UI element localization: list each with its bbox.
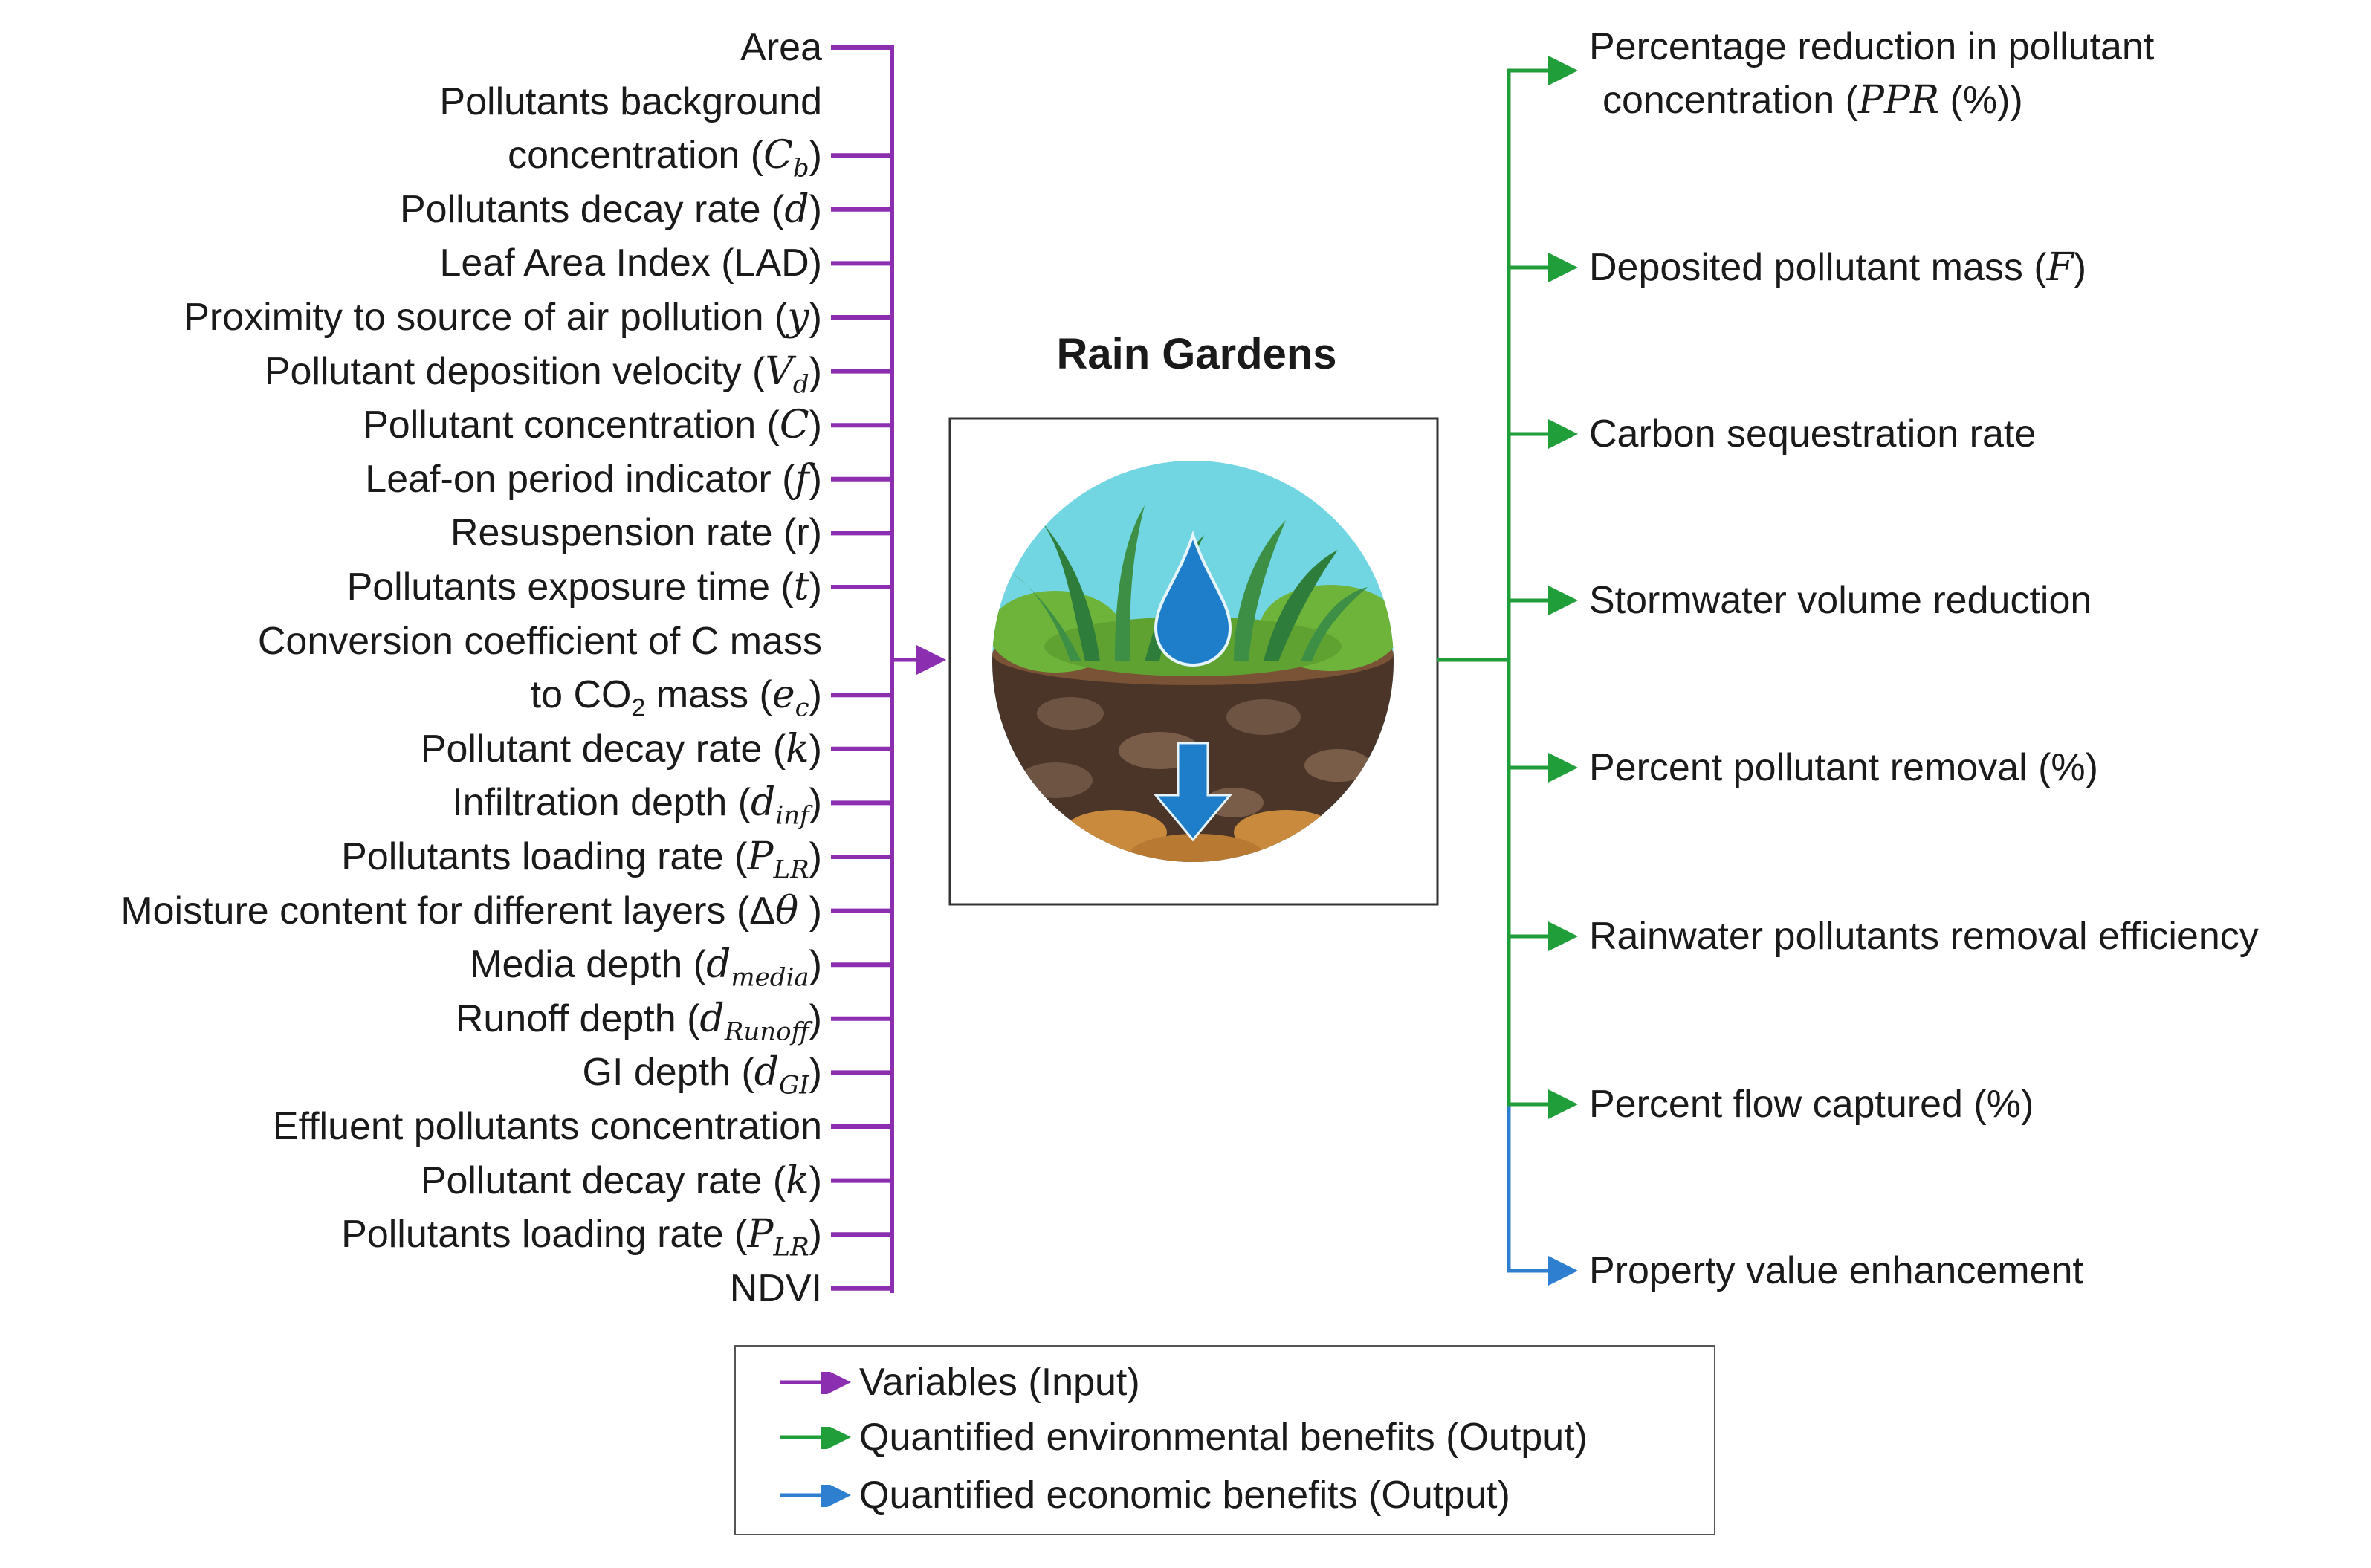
input-variable: Conversion coefficient of C mass bbox=[257, 619, 822, 663]
input-variable: Effluent pollutants concentration bbox=[272, 1105, 822, 1148]
output-arrows bbox=[1507, 56, 1578, 1286]
input-connector-ticks bbox=[831, 45, 894, 1291]
output-benefit: Stormwater volume reduction bbox=[1589, 579, 2092, 622]
output-benefit: Deposited pollutant mass (F) bbox=[1589, 245, 2087, 290]
input-variable: Moisture content for different layers (Δ… bbox=[120, 888, 822, 933]
input-variable: Pollutants exposure time (t) bbox=[346, 565, 822, 609]
legend-label-economic: Quantified economic benefits (Output) bbox=[859, 1474, 1510, 1517]
input-variable: Pollutant decay rate (k) bbox=[420, 1158, 822, 1203]
input-variable: Pollutants loading rate (PLR) bbox=[341, 1212, 822, 1263]
input-variable: Leaf-on period indicator (f) bbox=[365, 456, 822, 502]
input-variable: Pollutant deposition velocity (Vd) bbox=[264, 349, 822, 399]
output-benefit: Property value enhancement bbox=[1589, 1249, 2083, 1292]
input-variable: Pollutant concentration (C) bbox=[363, 403, 822, 448]
input-variable: Pollutants decay rate (d) bbox=[399, 187, 822, 232]
legend-label-environmental: Quantified environmental benefits (Outpu… bbox=[859, 1416, 1588, 1459]
input-variable: GI depth (dGI) bbox=[582, 1050, 822, 1101]
input-variable: Infiltration depth (dinf) bbox=[452, 780, 822, 831]
rain-garden-icon bbox=[992, 461, 1394, 862]
input-variable: to CO2 mass (ec) bbox=[530, 673, 822, 723]
legend-label-input: Variables (Input) bbox=[859, 1361, 1140, 1404]
legend-arrow-input bbox=[780, 1372, 851, 1394]
diagram-title: Rain Gardens bbox=[1056, 330, 1337, 378]
input-variable: Proximity to source of air pollution (y) bbox=[184, 295, 822, 340]
legend-arrow-economic bbox=[780, 1485, 851, 1507]
output-benefit: Rainwater pollutants removal efficiency bbox=[1589, 915, 2259, 958]
input-variable: Resuspension rate (r) bbox=[450, 511, 822, 555]
legend: Variables (Input) Quantified environment… bbox=[734, 1345, 1715, 1535]
input-variable: Leaf Area Index (LAD) bbox=[439, 242, 822, 285]
input-variable: NDVI bbox=[729, 1266, 822, 1310]
input-variable: concentration (Cb) bbox=[508, 133, 822, 184]
output-benefit: Carbon sequestration rate bbox=[1589, 412, 2037, 456]
input-variable: Pollutants loading rate (PLR) bbox=[341, 835, 822, 885]
legend-arrow-environmental bbox=[780, 1427, 851, 1449]
input-variable: Area bbox=[740, 26, 822, 69]
output-benefit: Percent pollutant removal (%) bbox=[1589, 746, 2098, 789]
input-variable: Pollutant decay rate (k) bbox=[420, 726, 822, 771]
input-variable: Runoff depth (dRunoff) bbox=[455, 996, 822, 1047]
output-benefit: Percent flow captured (%) bbox=[1589, 1083, 2034, 1126]
input-variable: Media depth (dmedia) bbox=[470, 942, 822, 993]
input-variable: Pollutants background bbox=[439, 80, 822, 123]
